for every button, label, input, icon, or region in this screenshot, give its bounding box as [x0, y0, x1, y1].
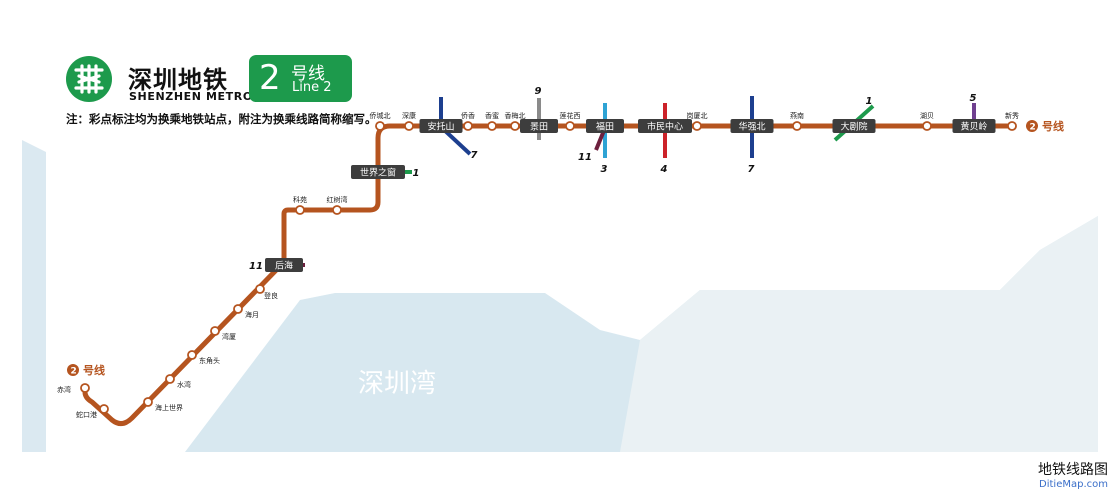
station-name: 水湾: [177, 380, 191, 389]
station-dot: [99, 404, 109, 414]
watermark-cn: 地铁线路图: [1038, 462, 1108, 478]
transfer-line-number: 7: [748, 164, 755, 175]
station-dot: [792, 121, 802, 131]
transfer-station-name: 安托山: [427, 121, 454, 133]
transfer-line-number: 7: [471, 150, 478, 161]
line2-route: [82, 123, 1013, 426]
station-name: 侨城北: [370, 111, 391, 120]
transfer-line-number: 1: [866, 96, 873, 107]
station-name: 东角头: [199, 356, 220, 365]
transfer-line-number: 11: [249, 261, 263, 272]
brand-name-cn: 深圳地铁: [128, 66, 228, 94]
station-dot: [922, 121, 932, 131]
station-name: 深康: [402, 111, 416, 120]
terminal-label-east: 2 号线: [1026, 119, 1064, 133]
station-name: 香梅北: [505, 111, 526, 120]
station-dot: [510, 121, 520, 131]
transfer-line-number: 3: [601, 164, 608, 175]
station-name: 燕南: [790, 111, 804, 120]
shenzhen-metro-logo: [66, 56, 112, 102]
station-dot: [375, 121, 385, 131]
transfer-station-name: 世界之窗: [360, 167, 396, 179]
station-name: 湖贝: [920, 111, 934, 120]
terminal-badge-west: [67, 364, 79, 376]
station-dot: [692, 121, 702, 131]
transfer-station-name: 大剧院: [840, 121, 867, 133]
station-name: 海月: [245, 310, 259, 319]
station-name: 湾厦: [222, 332, 236, 341]
station-dot: [210, 326, 220, 336]
land-lighter: [620, 216, 1098, 452]
transfer-line-number: 11: [578, 152, 592, 163]
station-name: 赤湾: [57, 385, 71, 394]
line-badge-name-en: Line 2: [292, 80, 332, 95]
station-name: 海上世界: [155, 403, 183, 412]
station-name: 蛇口港: [76, 410, 97, 419]
station-dot: [187, 350, 197, 360]
background-geography: [22, 140, 1098, 452]
station-dot: [165, 374, 175, 384]
terminal-label-west: 2 号线: [67, 363, 105, 377]
metro-logo-icon: [74, 64, 104, 94]
station-name: 岗厦北: [687, 112, 708, 120]
terminal-badge-west-number: 2: [71, 367, 77, 377]
transfer-station-box: [638, 119, 692, 133]
transfer-station-name: 福田: [596, 121, 614, 133]
station-dot: [565, 121, 575, 131]
line-badge-number: 2: [259, 58, 281, 98]
station-name: 莲花西: [560, 111, 581, 120]
watermark-en: DitieMap.com: [1039, 479, 1108, 490]
transfer-station-name: 市民中心: [647, 121, 683, 133]
watermark: 地铁线路图 DitieMap.com: [1038, 459, 1108, 490]
stations-layer: [80, 119, 1017, 414]
transfer-station-box: [520, 119, 558, 133]
terminal-label-west-text: 号线: [83, 363, 105, 377]
station-dot: [404, 121, 414, 131]
station-dot: [463, 121, 473, 131]
station-name: 侨香: [461, 111, 475, 120]
station-dot: [487, 121, 497, 131]
station-name: 香蜜: [485, 111, 499, 120]
transfer-line-number: 5: [970, 93, 977, 104]
transfer-station-name: 黄贝岭: [960, 121, 987, 133]
transfer-station-box: [419, 119, 463, 133]
station-name: 科苑: [293, 195, 307, 204]
station-dot: [233, 304, 243, 314]
station-name: 红树湾: [327, 195, 348, 204]
station-dot: [295, 205, 305, 215]
terminal-badge-east: [1026, 120, 1038, 132]
water-left: [22, 140, 46, 452]
map-note: 注：彩点标注均为换乘地铁站点，附注为换乘线路简称缩写。: [66, 112, 377, 126]
station-dot: [255, 284, 265, 294]
transfer-station-box: [586, 119, 624, 133]
transfer-station-box: [351, 165, 405, 179]
station-dot: [1007, 121, 1017, 131]
map-header: 深圳地铁 SHENZHEN METRO 2 号线 Line 2: [66, 55, 366, 106]
station-dot: [80, 383, 90, 393]
station-dot: [143, 397, 153, 407]
transfer-station-box: [265, 258, 303, 272]
transfer-line-number: 4: [660, 164, 668, 175]
station-name: 新秀: [1005, 111, 1019, 120]
bay-label: 深圳湾: [358, 369, 436, 399]
line-badge-name-cn: 号线: [291, 64, 325, 84]
line-badge: 2 号线 Line 2: [249, 55, 352, 102]
transfer-station-box: [730, 119, 774, 133]
transfer-station-box: [832, 119, 876, 133]
station-name: 登良: [264, 291, 278, 300]
terminal-label-east-text: 号线: [1042, 119, 1064, 133]
brand-name-en: SHENZHEN METRO: [129, 90, 253, 103]
transfer-station-name: 后海: [275, 260, 293, 272]
transfer-station-name: 景田: [530, 122, 548, 133]
transfer-line-number: 1: [413, 168, 420, 179]
transfer-station-box: [952, 119, 996, 133]
terminal-badge-east-number: 2: [1030, 123, 1036, 133]
transfer-station-name: 华强北: [738, 121, 765, 133]
transfer-line-number: 9: [535, 86, 542, 97]
station-dot: [332, 205, 342, 215]
